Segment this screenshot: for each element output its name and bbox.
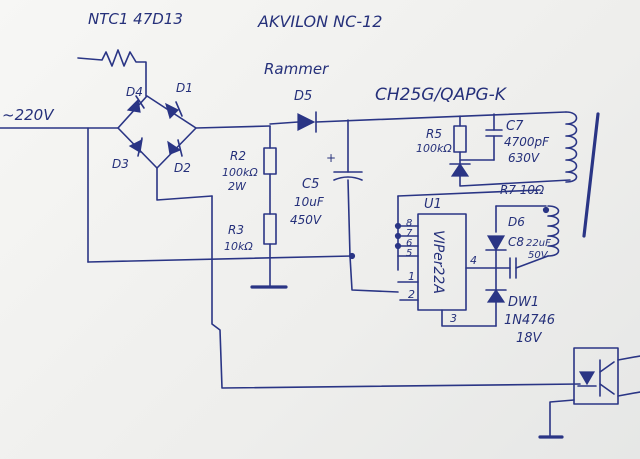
model-label: AKVILON NC-12: [257, 12, 382, 31]
zener-voltage-label: 18V: [516, 331, 543, 346]
r3-value: 10kΩ: [224, 240, 253, 253]
c5-plus: +: [326, 151, 336, 165]
mains-wiring: [0, 127, 353, 263]
transformer-aux: [542, 205, 560, 257]
c8-label: C8: [508, 235, 524, 249]
c7-value-2: 630V: [508, 151, 540, 165]
snubber-network: [449, 113, 571, 187]
u1-label: U1: [424, 197, 442, 212]
diode-d1: [165, 101, 183, 120]
transformer-label: CH25G/QAPG-K: [375, 85, 508, 105]
ntc-label: NTC1 47D13: [88, 10, 183, 28]
r2-label: R2: [230, 149, 246, 163]
diode-d4: [126, 95, 145, 113]
c5-value-2: 450V: [290, 213, 322, 227]
pin-1: 1: [408, 270, 415, 283]
r5-value: 100kΩ: [416, 142, 452, 155]
pin-8: 8: [406, 218, 412, 229]
bridge-rectifier: [117, 95, 271, 201]
c5-value-1: 10uF: [294, 195, 325, 209]
diode-d2: [167, 139, 183, 157]
c7-label: C7: [506, 119, 524, 134]
r7-label: R7 10Ω: [500, 183, 545, 197]
r2-value-1: 100kΩ: [222, 166, 258, 179]
pin-5: 5: [406, 248, 412, 259]
mains-label: ~220V: [2, 106, 55, 124]
feedback-wire: [211, 195, 581, 389]
viper-ic: [394, 189, 541, 327]
diode-d3: [128, 137, 143, 157]
pin-2: 2: [408, 288, 415, 301]
node-dot: [348, 252, 356, 260]
transformer-primary: [565, 111, 578, 183]
capacitor-c5: [333, 119, 399, 293]
pin-3: 3: [450, 312, 457, 325]
ntc-thermistor: [77, 49, 147, 97]
transformer-core: [582, 112, 600, 238]
d3-label: D3: [112, 157, 129, 171]
rammer-label: Rammer: [264, 60, 329, 78]
d6-label: D6: [508, 215, 525, 229]
r5-label: R5: [426, 127, 442, 141]
viper-label: VIPer22A: [430, 230, 446, 294]
d5-label: D5: [294, 89, 312, 104]
aux-supply: [485, 205, 549, 327]
pin-6: 6: [406, 238, 412, 249]
d4-label: D4: [126, 85, 143, 99]
pin-4: 4: [470, 254, 477, 267]
c5-label: C5: [302, 177, 319, 192]
c7-value-1: 4700pF: [504, 135, 550, 149]
diode-d5: [269, 111, 567, 133]
zener-part-label: 1N4746: [504, 313, 555, 328]
c8-value-2: 50V: [528, 250, 549, 261]
resistor-divider: [250, 125, 288, 289]
r3-label: R3: [228, 223, 244, 237]
r2-value-2: 2W: [228, 180, 247, 193]
pin-7: 7: [406, 228, 413, 239]
d2-label: D2: [174, 161, 191, 175]
c8-value-1: 22uF: [526, 238, 551, 249]
optocoupler: [538, 347, 640, 439]
d1-label: D1: [176, 81, 193, 95]
dw1-label: DW1: [508, 295, 539, 310]
